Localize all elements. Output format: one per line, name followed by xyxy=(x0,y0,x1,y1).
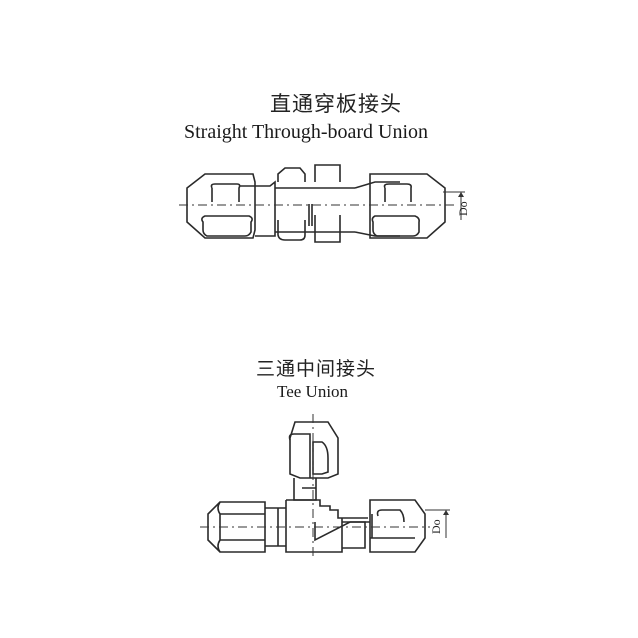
straight-union-title-en: Straight Through-board Union xyxy=(184,121,429,143)
do-dimension-label: Do xyxy=(429,519,443,534)
tee-union-title-cn: 三通中间接头 xyxy=(256,358,377,380)
straight-union-title-cn: 直通穿板接头 xyxy=(270,92,402,116)
tee-union-title-en: Tee Union xyxy=(277,382,349,401)
straight-through-board-union-drawing: Do xyxy=(179,164,470,243)
do-dimension-label: Do xyxy=(456,201,470,216)
tee-union-drawing: Do xyxy=(200,414,450,558)
